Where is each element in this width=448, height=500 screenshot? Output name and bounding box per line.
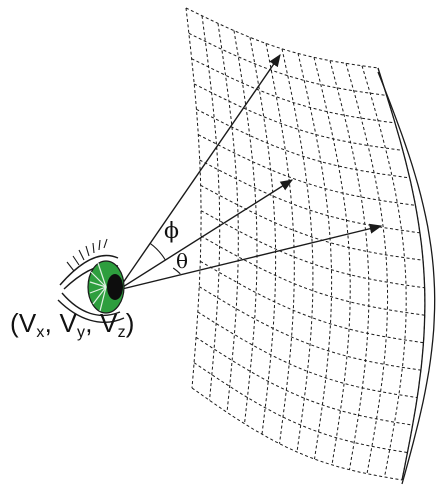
mesh-line-vertical <box>249 37 277 435</box>
ray-middle <box>117 179 294 291</box>
mesh-line-vertical <box>361 65 407 478</box>
viewpoint-x-subscript: x <box>36 324 45 341</box>
mesh-line-horizontal <box>191 387 403 481</box>
mesh-line-horizontal <box>196 108 410 179</box>
viewpoint-sep-1: , V <box>44 308 77 338</box>
mesh-line-vertical <box>345 63 389 474</box>
mesh-line-horizontal <box>200 184 424 261</box>
eye-icon <box>57 238 125 323</box>
mesh-line-horizontal <box>199 159 420 234</box>
eyelashes <box>66 238 108 272</box>
mesh-line-vertical <box>201 15 221 401</box>
viewpoint-close: ) <box>125 308 135 338</box>
phi-label: ϕ <box>164 219 179 244</box>
mesh-line-horizontal <box>200 235 425 316</box>
mesh-line-horizontal <box>193 362 408 453</box>
mesh-line-horizontal <box>185 7 379 69</box>
mesh-line-vertical <box>217 23 239 413</box>
viewpoint-y-subscript: y <box>77 324 86 341</box>
mesh-line-vertical <box>297 53 333 460</box>
mesh-line-vertical <box>185 7 202 389</box>
mesh-line-vertical <box>377 67 426 481</box>
mesh-line-horizontal <box>200 210 425 289</box>
surface-right-lip <box>377 71 436 485</box>
theta-angle-arc <box>172 267 181 275</box>
ray-upper <box>117 53 281 291</box>
theta-label: θ <box>176 249 188 273</box>
projection-surface-mesh <box>185 7 426 481</box>
viewpoint-label: (Vx, Vy, Vz) <box>10 308 135 342</box>
pupil <box>107 274 123 300</box>
mesh-line-horizontal <box>197 311 418 399</box>
mesh-line-horizontal <box>188 32 387 96</box>
viewpoint-open: (V <box>10 308 37 338</box>
mesh-line-vertical <box>313 57 351 465</box>
mesh-line-vertical <box>265 43 295 444</box>
surface-boundary <box>377 67 436 485</box>
mesh-line-horizontal <box>193 83 403 151</box>
viewpoint-sep-2: , V <box>85 308 118 338</box>
mesh-line-vertical <box>233 30 258 424</box>
mesh-line-horizontal <box>198 134 416 206</box>
mesh-line-horizontal <box>200 260 424 344</box>
mesh-line-horizontal <box>195 336 413 426</box>
mesh-line-vertical <box>281 48 314 453</box>
surface-right-edge <box>377 67 426 481</box>
ray-lower <box>117 223 383 291</box>
phi-angle-arc <box>149 242 166 261</box>
viewpoint-z-subscript: z <box>117 324 126 341</box>
mesh-line-horizontal <box>191 58 396 124</box>
iris-streaks <box>89 262 107 312</box>
